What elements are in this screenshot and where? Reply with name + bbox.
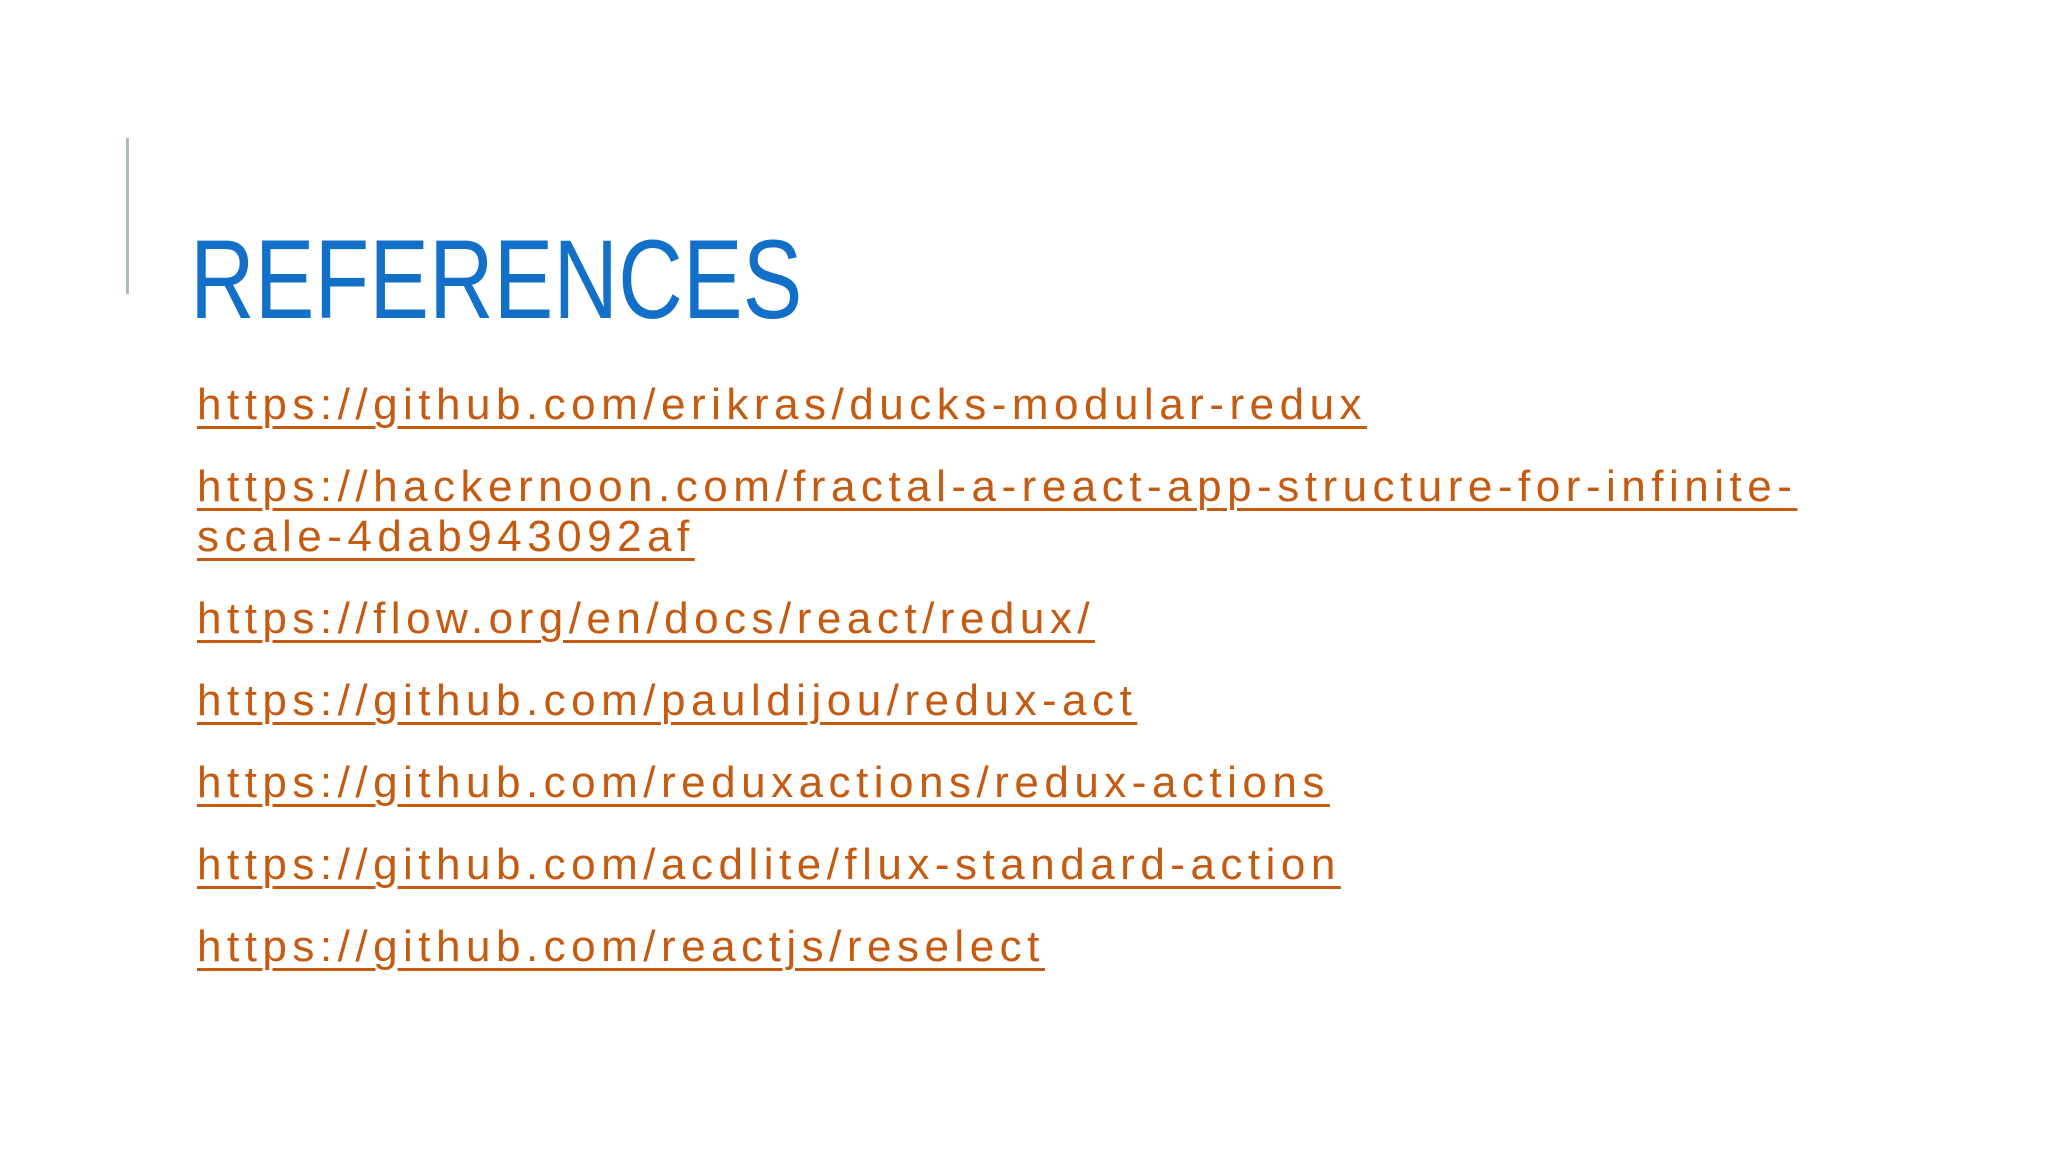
list-item: https://github.com/erikras/ducks-modular… <box>197 380 1877 430</box>
reference-link[interactable]: https://github.com/reduxactions/redux-ac… <box>197 758 1330 807</box>
references-list: https://github.com/erikras/ducks-modular… <box>197 380 1877 1004</box>
list-item: https://github.com/reduxactions/redux-ac… <box>197 758 1877 808</box>
reference-link[interactable]: https://github.com/acdlite/flux-standard… <box>197 840 1341 889</box>
reference-link[interactable]: https://github.com/reactjs/reselect <box>197 922 1045 971</box>
reference-link[interactable]: https://github.com/pauldijou/redux-act <box>197 676 1138 725</box>
list-item: https://github.com/acdlite/flux-standard… <box>197 840 1877 890</box>
list-item: https://github.com/pauldijou/redux-act <box>197 676 1877 726</box>
list-item: https://flow.org/en/docs/react/redux/ <box>197 594 1877 644</box>
list-item: https://github.com/reactjs/reselect <box>197 922 1877 972</box>
list-item: https://hackernoon.com/fractal-a-react-a… <box>197 462 1877 562</box>
reference-link[interactable]: https://flow.org/en/docs/react/redux/ <box>197 594 1096 643</box>
reference-link[interactable]: https://github.com/erikras/ducks-modular… <box>197 380 1368 429</box>
title-accent-bar <box>126 138 129 294</box>
page-title: REFERENCES <box>190 217 803 343</box>
reference-link[interactable]: https://hackernoon.com/fractal-a-react-a… <box>197 462 1798 561</box>
